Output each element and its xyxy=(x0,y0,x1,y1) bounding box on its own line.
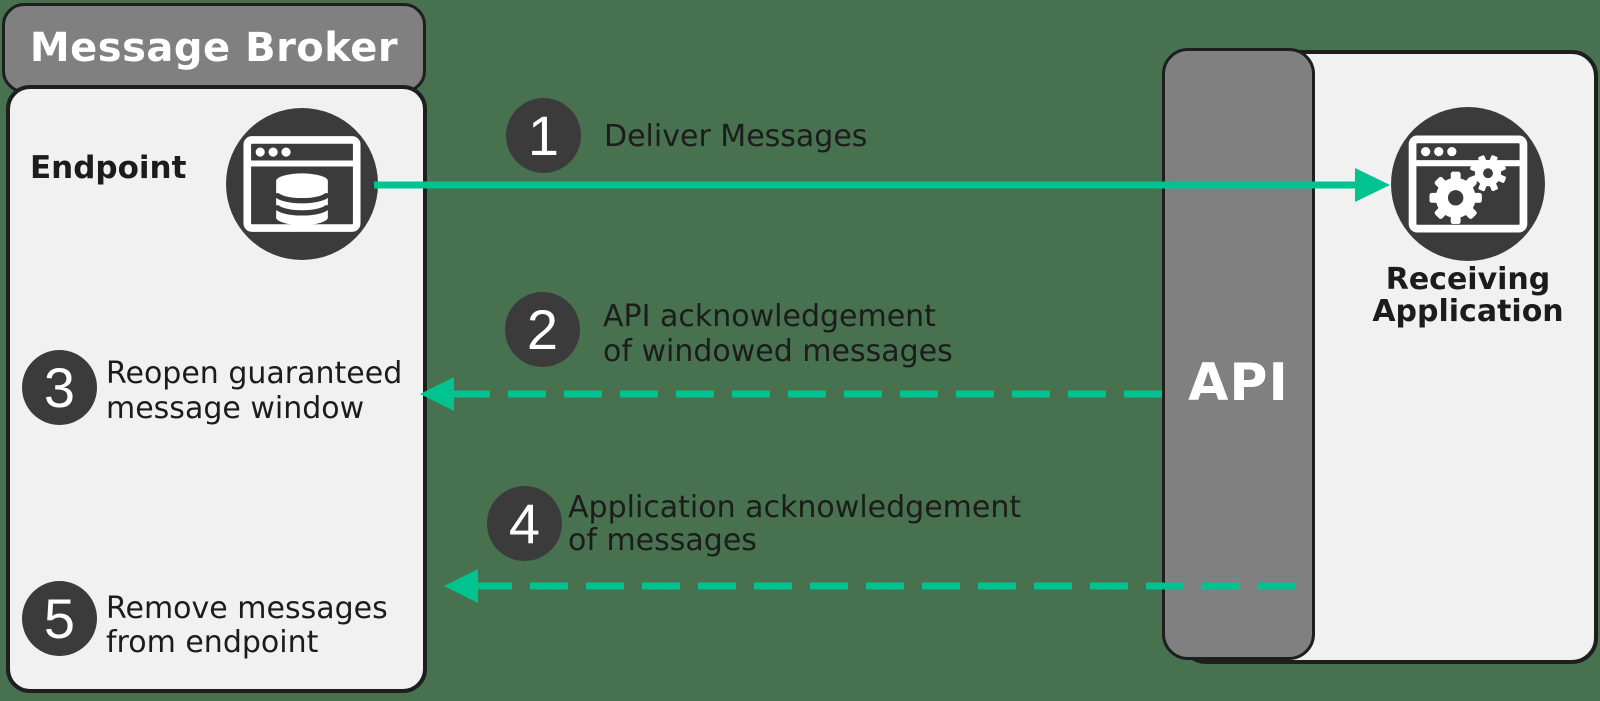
step-2-badge: 2 xyxy=(505,292,580,367)
large-gear xyxy=(1429,171,1482,225)
receiving-application-label: Receiving Application xyxy=(1372,262,1564,329)
endpoint-database-icon xyxy=(226,108,378,260)
message-broker-title: Message Broker xyxy=(29,25,399,71)
step-5-label: Remove messages from endpoint xyxy=(106,591,388,660)
step-4-badge: 4 xyxy=(487,486,562,561)
endpoint-label: Endpoint xyxy=(30,150,187,186)
api-label: API xyxy=(1188,353,1289,413)
step-1-label: Deliver Messages xyxy=(604,119,868,154)
message-broker-header: Message Broker xyxy=(2,3,426,93)
small-gear xyxy=(1470,155,1506,192)
step-2-label: API acknowledgement of windowed messages xyxy=(603,299,953,369)
step-5-badge: 5 xyxy=(22,581,97,656)
step-3-badge: 3 xyxy=(22,350,97,425)
step-1-badge: 1 xyxy=(506,98,581,173)
api-acknowledgement-arrow xyxy=(420,377,1162,411)
step-4-label: Application acknowledgement of messages xyxy=(568,490,1022,558)
receiving-application-icon xyxy=(1391,107,1545,261)
api-bar: API xyxy=(1162,48,1315,660)
step-3-label: Reopen guaranteed message window xyxy=(106,356,403,426)
